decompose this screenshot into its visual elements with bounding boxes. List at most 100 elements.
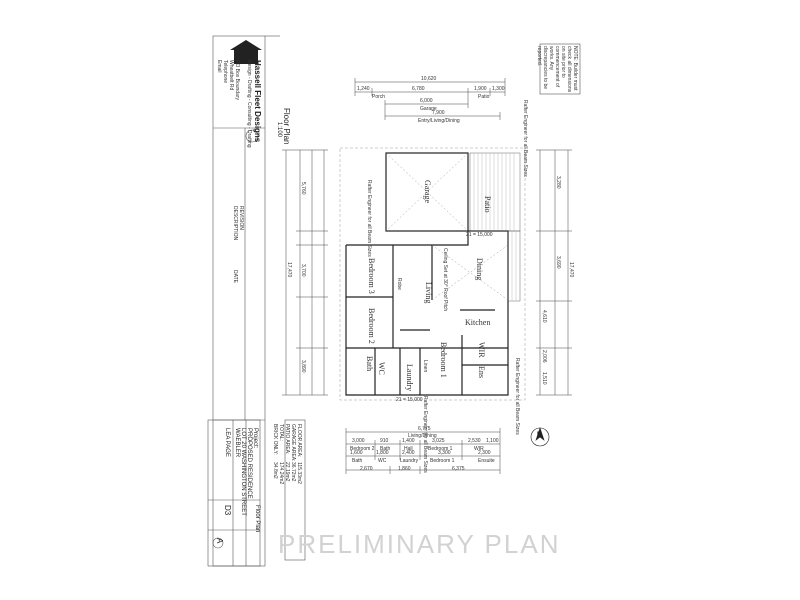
brick-label: BRICK ONLY: — [272, 424, 278, 456]
company-name: Hassell Fleet Designs — [253, 60, 262, 143]
project-name: PROPOSED RESIDENCE — [246, 428, 252, 499]
dim-bottom-label-5: WIR — [474, 446, 484, 452]
dim-bottom-3: 1,400 — [402, 438, 415, 444]
dim-bottom2-4: 3,300 — [438, 450, 451, 456]
project-client: LEA PAGE — [224, 428, 230, 457]
dim-bottom-label-1: Bedroom 2 — [350, 446, 375, 452]
builder-note: NOTE: Builder must check all dimensions … — [536, 46, 578, 93]
floor-area-label: FLOOR AREA: — [296, 424, 302, 458]
room-dining: Dining — [475, 258, 484, 281]
dim-bottom-label-3: Hall — [404, 446, 413, 452]
dim-bottom2-label-1: Bath — [352, 458, 363, 464]
dim-bottom2-2: 1,800 — [376, 450, 389, 456]
dim-bottom-overall-label: Living/Dining — [408, 433, 437, 439]
revision-letter: A — [215, 538, 224, 544]
dim-right-3: 4,610 — [541, 310, 547, 323]
dim-bottom-2: 910 — [380, 438, 389, 444]
preliminary-watermark: PRELIMINARY PLAN — [278, 529, 561, 559]
dim-garage-width: 6,000 — [420, 98, 433, 104]
dim-entry-width: 7,900 — [432, 110, 445, 116]
room-wir: WIR — [477, 342, 486, 358]
roof-note-bottom: Rafter Engineer for all Beam Sizes — [514, 358, 520, 435]
room-bedroom2: Bedroom 2 — [367, 308, 376, 344]
dim-bottom2-label-3: Laundry — [400, 458, 419, 464]
dim-right-4: 2,006 — [541, 350, 547, 363]
dim-left-2: 3,700 — [300, 264, 306, 277]
room-bath: Bath — [365, 356, 374, 372]
dim-entry-label: Entry/Living/Dining — [418, 118, 460, 124]
sub-note-top: 21 = 15,000 — [466, 232, 493, 238]
dim-top-1: 1,240 — [357, 86, 370, 92]
room-wc: WC — [377, 362, 386, 375]
dim-top-label-porch: Porch — [372, 94, 386, 100]
dim-bottom-4: 3,025 — [432, 438, 445, 444]
dim-bottom3-2: 1,860 — [398, 466, 411, 472]
ceiling-note: Ceiling Set at 30° Roof Pitch — [442, 248, 448, 312]
room-bedroom3: Bedroom 3 — [367, 258, 376, 294]
description-header: DESCRIPTION — [232, 206, 238, 241]
company-contact-3: Telephone — [222, 60, 228, 84]
room-robe: Robe — [396, 278, 402, 290]
dim-bottom-label-2: Bath — [380, 446, 391, 452]
dim-bottom-overall: 6,775 — [418, 426, 431, 432]
company-tagline: Design - Drafting - Consulting - Draftin… — [246, 60, 252, 148]
dim-bottom-5: 2,530 — [468, 438, 481, 444]
dim-garage-label: Garage — [420, 106, 437, 112]
company-contact-2: Wheatbelt Rd — [228, 60, 234, 91]
brick-value: 34.8m2 — [272, 462, 278, 479]
date-header: DATE — [232, 270, 238, 283]
revision-header: REVISION — [238, 206, 244, 230]
project-label: Project: — [252, 428, 258, 449]
dim-right-1: 3,280 — [555, 176, 561, 189]
room-living: Living — [424, 282, 433, 304]
project-suburb: WAEBLER — [234, 428, 240, 458]
floor-area-value: 115.33m2 — [296, 462, 302, 484]
north-label: N — [537, 432, 542, 438]
dim-bottom-1: 3,000 — [352, 438, 365, 444]
total-area-value: 174.24m2 — [278, 462, 284, 485]
dim-left-1: 5,760 — [300, 182, 306, 195]
room-patio: Patio — [483, 196, 492, 213]
dim-bottom2-5: 2,300 — [478, 450, 491, 456]
drawing-scale: 1:100 — [276, 122, 282, 138]
dim-left-3: 3,890 — [300, 360, 306, 373]
room-bedroom1: Bedroom 1 — [439, 342, 448, 378]
dim-bottom2-label-4: Bedroom 1 — [430, 458, 455, 464]
dim-top-overall: 10,620 — [421, 76, 437, 82]
roof-note-top: Rafter Engineer for all Beam Sizes — [522, 100, 528, 177]
patio-area-label: PATIO AREA: — [284, 424, 290, 455]
dim-top-3: 1,900 — [474, 86, 487, 92]
room-linen: Linen — [422, 360, 428, 373]
room-garage: Garage — [423, 180, 432, 204]
sheet-title: Floor Plan — [254, 505, 260, 533]
garage-area-label: GARAGE AREA: — [290, 424, 296, 462]
company-contact-1: PO Box Boundary — [234, 60, 240, 101]
sub-note-bottom: 21 = 15,000 — [396, 397, 423, 403]
dim-bottom2-label-2: WC — [378, 458, 387, 464]
dim-right-overall: 17,470 — [568, 262, 574, 278]
total-area-label: TOTAL: — [278, 424, 284, 442]
dim-bottom3-1: 2,670 — [360, 466, 373, 472]
dim-bottom-label-4: Bedroom 1 — [428, 446, 453, 452]
company-contact-4: Email — [216, 60, 222, 73]
room-laundry: Laundry — [405, 364, 414, 392]
sheet-number: D3 — [223, 505, 232, 516]
drawing-title: Floor Plan — [282, 108, 291, 145]
room-kitchen: Kitchen — [465, 318, 491, 327]
patio-area-value: 22.19m2 — [284, 462, 290, 482]
dim-bottom2-label-5: Ensuite — [478, 458, 495, 464]
room-ens: Ens — [477, 366, 486, 378]
project-lot: LOT 20 WASHINGTON STREET — [240, 428, 246, 516]
roof-note-garage: Rafter Engineer for all Beam Sizes — [366, 180, 372, 257]
dim-top-2: 6,780 — [412, 86, 425, 92]
dim-top-4: 1,300 — [492, 86, 505, 92]
dim-bottom-6: 1,100 — [486, 438, 499, 444]
dim-bottom2-3: 2,400 — [402, 450, 415, 456]
dim-bottom3-3: 6,375 — [452, 466, 465, 472]
dim-top-label-patio: Patio — [478, 94, 490, 100]
garage-area-value: 36.72m2 — [290, 462, 296, 482]
dim-bottom2-1: 1,600 — [350, 450, 363, 456]
dim-right-5: 1,510 — [541, 372, 547, 385]
